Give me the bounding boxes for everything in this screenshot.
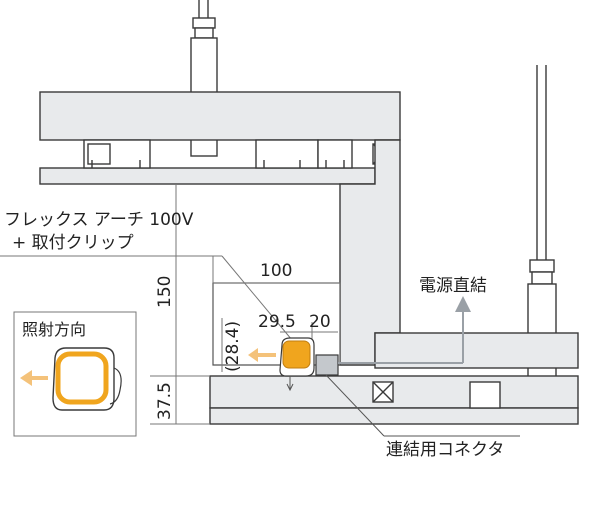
connector-assembly [315, 296, 520, 437]
dim-29-5: 29.5 [258, 312, 296, 332]
dim-150: 150 [155, 276, 175, 308]
cross-box-lower [372, 381, 501, 409]
product-label-line1: フレックス アーチ 100V [4, 210, 194, 230]
direct-power-label: 電源直結 [419, 276, 487, 296]
dim-20: 20 [309, 312, 331, 332]
product-label-line2: + 取付クリップ [12, 233, 134, 253]
upper-ceiling-board [39, 91, 401, 185]
lower-ceiling-board [209, 375, 579, 425]
light-direction-inset [13, 311, 137, 437]
dim-37-5: 37.5 [155, 382, 175, 420]
light-direction-label: 照射方向 [22, 320, 86, 339]
dim-100: 100 [260, 261, 292, 281]
dimension-lines [0, 184, 340, 425]
connector-label: 連結用コネクタ [386, 440, 504, 460]
ceiling-joists-upper [83, 139, 353, 169]
led-fixture [279, 337, 315, 392]
light-arrow-diagram [248, 348, 276, 362]
dim-28-4: (28.4) [223, 321, 243, 372]
